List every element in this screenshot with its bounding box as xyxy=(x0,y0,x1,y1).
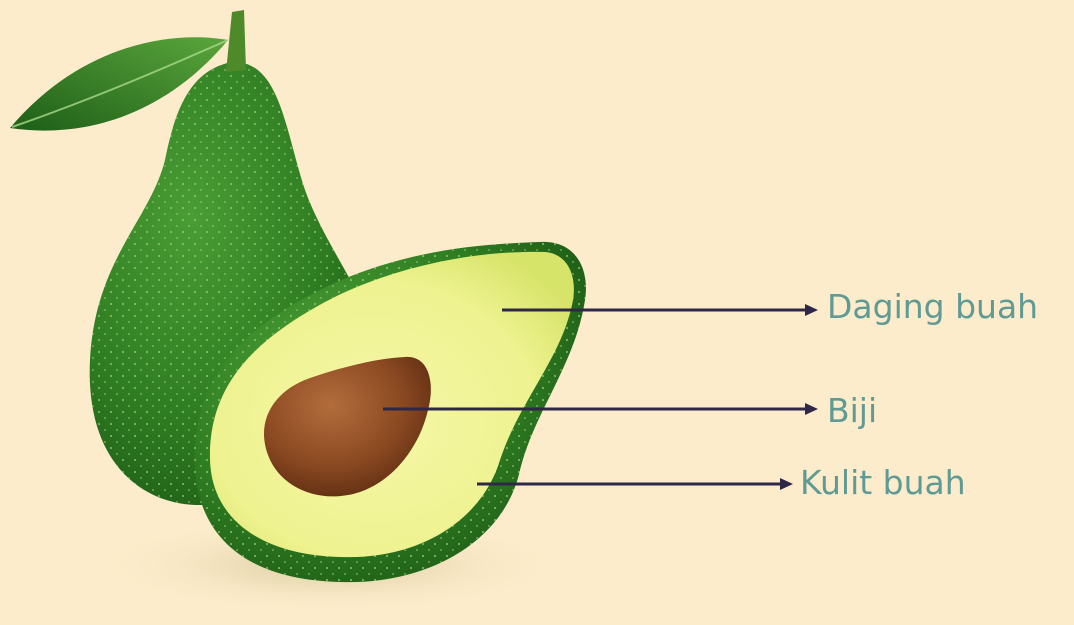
pointer-seed-arrow xyxy=(805,403,818,415)
pointer-flesh-arrow xyxy=(805,304,818,316)
label-seed: Biji xyxy=(827,394,877,427)
label-skin: Kulit buah xyxy=(800,466,966,499)
label-flesh: Daging buah xyxy=(827,290,1038,323)
pointer-skin-arrow xyxy=(780,478,793,490)
